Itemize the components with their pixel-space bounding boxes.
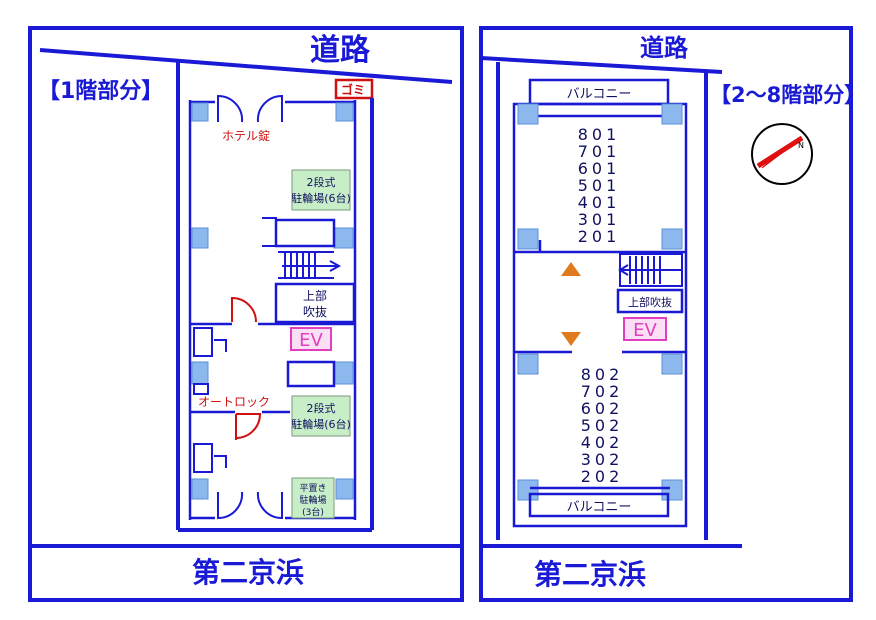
left-floor-label: 【1階部分】	[38, 78, 163, 104]
right-road-line	[480, 56, 723, 74]
parking-top-line1: 2段式	[307, 175, 336, 189]
parking-mid-line2: 駐輪場(6台)	[291, 417, 351, 431]
elevator	[623, 317, 667, 341]
room-number: 301	[578, 210, 621, 229]
autolock-label: オートロック	[198, 395, 270, 409]
balcony-top-label: バルコニー	[567, 87, 632, 102]
stair-landing-lower	[286, 360, 336, 388]
void-line2: 吹抜	[303, 305, 327, 319]
pillar	[333, 227, 354, 249]
room-number: 801	[578, 125, 621, 144]
room-number: 802	[581, 365, 624, 384]
parking-flat-line2: 駐輪場	[299, 494, 326, 506]
room-number: 201	[578, 227, 621, 246]
room-number: 501	[578, 176, 621, 195]
stair-landing	[274, 218, 336, 248]
void-area	[274, 282, 356, 324]
pillar	[517, 228, 539, 250]
arrow-down-icon	[561, 332, 581, 346]
room-number: 302	[581, 450, 624, 469]
pillar	[191, 478, 209, 500]
parking-flat-line1: 平置き	[299, 483, 326, 494]
room-number: 702	[581, 382, 624, 401]
parking-top-line2: 駐輪場(6台)	[291, 191, 351, 205]
elevator-label: EV	[299, 330, 323, 351]
room-number: 401	[578, 193, 621, 212]
balcony-bottom	[528, 492, 670, 518]
left-panel-frame	[28, 26, 464, 602]
left-road-label: 道路	[310, 33, 371, 68]
left-road-line	[39, 48, 453, 84]
right-floor-label: 【2～8階部分】	[710, 83, 865, 107]
room-number: 402	[581, 433, 624, 452]
void-line1: 上部	[303, 288, 327, 303]
void-label: 上部吹抜	[628, 295, 672, 309]
elevator	[290, 327, 332, 351]
staircase	[278, 251, 342, 279]
void-area	[616, 288, 684, 314]
hotel-lock-label: ホテル錠	[222, 128, 270, 143]
mailbox	[193, 327, 213, 357]
parking-mid-line1: 2段式	[307, 401, 336, 415]
right-panel: 道路 【2～8階部分】 N バルコニー 801 701	[479, 26, 865, 602]
arrow-up-icon	[561, 262, 581, 276]
room-list-top: 801 701 601 501 401 301 201	[578, 125, 621, 246]
bicycle-parking-flat	[291, 477, 335, 519]
left-bottom-label: 第二京浜	[192, 556, 304, 589]
rear-double-door	[217, 491, 283, 520]
pillar	[335, 102, 354, 122]
svg-text:N: N	[798, 141, 804, 150]
pillar	[335, 478, 354, 500]
room-number: 701	[578, 142, 621, 161]
elevator-label: EV	[633, 320, 657, 341]
autolock-door	[235, 413, 262, 439]
pillar	[191, 361, 209, 385]
pillar	[333, 361, 354, 385]
staircase	[618, 253, 683, 287]
pillar	[661, 228, 683, 250]
trash-label: ゴミ	[341, 82, 365, 97]
pillar	[191, 102, 209, 122]
balcony-top	[528, 78, 670, 106]
pillar	[661, 353, 683, 375]
room-number: 202	[581, 467, 624, 486]
entrance-double-door	[217, 94, 283, 123]
balcony-bottom-label: バルコニー	[567, 500, 632, 515]
right-road-label: 道路	[640, 34, 689, 62]
room-number: 601	[578, 159, 621, 178]
mailbox	[193, 443, 213, 473]
bicycle-parking-middle	[291, 395, 351, 437]
right-panel-frame	[479, 26, 853, 602]
pillar	[517, 103, 539, 125]
pillar	[191, 227, 209, 249]
parking-flat-line3: (3台)	[302, 506, 324, 518]
room-number: 602	[581, 399, 624, 418]
pillar	[661, 103, 683, 125]
left-panel: 道路 【1階部分】 ゴミ ホテル錠	[28, 26, 464, 602]
north-arrow-icon: N	[751, 123, 813, 185]
pillar	[517, 353, 539, 375]
trash-box	[334, 78, 374, 100]
right-bottom-label: 第二京浜	[534, 558, 646, 591]
bicycle-parking-top	[291, 169, 351, 211]
door-upper	[231, 296, 257, 323]
pillar	[661, 479, 683, 501]
room-list-bottom: 802 702 602 502 402 302 202	[581, 365, 624, 486]
room-number: 502	[581, 416, 624, 435]
pillar	[517, 479, 539, 501]
